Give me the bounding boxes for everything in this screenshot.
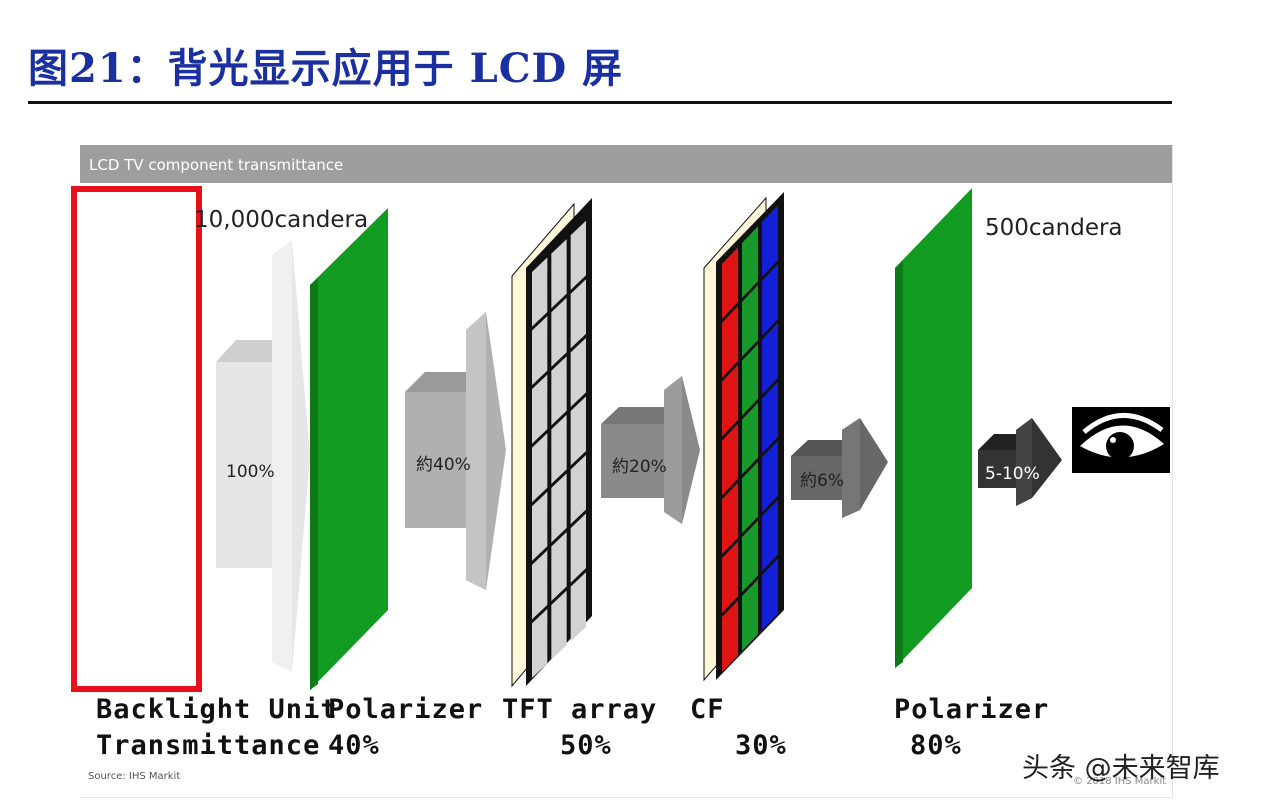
- output-luminance: 500candera: [985, 215, 1123, 241]
- grid-cell: [762, 558, 778, 630]
- grid-cell: [762, 205, 778, 277]
- stage-name-cf: CF: [690, 694, 725, 725]
- arrow-100: [216, 240, 310, 672]
- eye-icon: [1072, 407, 1170, 473]
- grid-cell: [742, 226, 758, 298]
- grid-cell: [570, 454, 586, 525]
- grid-cell: [722, 600, 738, 672]
- cf-panel: [703, 192, 784, 682]
- stage-name-backlight: Backlight Unit: [96, 694, 338, 725]
- stage-name-polarizer-1: Polarizer: [328, 694, 484, 725]
- grid-cell: [722, 247, 738, 319]
- stage-value-tft: 50%: [560, 730, 612, 761]
- grid-cell: [532, 608, 548, 678]
- arrow-20: [601, 376, 700, 524]
- stage-name-polarizer-2: Polarizer: [894, 694, 1050, 725]
- grid-cell: [551, 356, 567, 426]
- grid-cell: [551, 531, 567, 602]
- grid-cell: [762, 381, 778, 454]
- backlight-highlight-frame: [71, 186, 202, 692]
- figure-title: 图21：背光显示应用于 LCD 屏: [28, 45, 624, 92]
- grid-cell: [722, 364, 738, 437]
- stage-value-polarizer-2: 80%: [910, 730, 962, 761]
- arrow-label: 約40%: [416, 455, 471, 475]
- arrow-6: [791, 418, 888, 518]
- stage-value-polarizer-1: 40%: [328, 730, 380, 761]
- grid-cell: [551, 473, 567, 543]
- input-luminance: 10,000candera: [194, 207, 369, 233]
- grid-cell: [570, 572, 586, 642]
- grid-cell: [722, 541, 738, 614]
- grid-cell: [570, 396, 586, 466]
- grid-cell: [762, 322, 778, 395]
- arrow-label: 約20%: [612, 457, 667, 477]
- grid-cell: [551, 239, 567, 309]
- arrow-label: 100%: [226, 462, 275, 482]
- arrow-label: 約6%: [800, 471, 844, 491]
- grid-cell: [742, 402, 758, 475]
- grid-cell: [722, 306, 738, 378]
- grid-cell: [742, 285, 758, 357]
- grid-cell: [762, 499, 778, 572]
- polarizer-panel-2: [895, 188, 972, 668]
- grid-cell: [570, 220, 586, 290]
- source-note: Source: IHS Markit: [88, 771, 181, 782]
- stage-value-cf: 30%: [735, 730, 787, 761]
- grid-cell: [742, 461, 758, 534]
- panel-title: LCD TV component transmittance: [89, 156, 344, 174]
- stage-name-tft: TFT array: [502, 694, 658, 725]
- grid-cell: [570, 279, 586, 349]
- transmittance-row-label: Transmittance: [96, 730, 321, 761]
- grid-cell: [762, 264, 778, 336]
- grid-cell: [742, 343, 758, 416]
- grid-cell: [551, 297, 567, 367]
- arrow-label: 5-10%: [985, 464, 1040, 484]
- grid-cell: [551, 590, 567, 660]
- arrow-5-10: [978, 418, 1062, 506]
- watermark: 头条 @未来智库: [1022, 753, 1220, 784]
- grid-cell: [762, 440, 778, 513]
- grid-cell: [532, 257, 548, 327]
- grid-cell: [532, 316, 548, 386]
- grid-cell: [532, 550, 548, 620]
- grid-cell: [532, 433, 548, 503]
- tft-array-panel: [511, 198, 592, 688]
- grid-cell: [722, 482, 738, 555]
- grid-cell: [742, 579, 758, 651]
- grid-cell: [722, 423, 738, 496]
- polarizer-panel-1: [310, 208, 388, 690]
- panel-header-bar: [80, 145, 1172, 183]
- grid-cell: [532, 374, 548, 444]
- grid-cell: [570, 337, 586, 407]
- grid-cell: [742, 520, 758, 593]
- grid-cell: [570, 513, 586, 583]
- grid-cell: [532, 491, 548, 561]
- grid-cell: [551, 414, 567, 484]
- title-divider: [28, 101, 1172, 104]
- arrow-40: [405, 312, 506, 590]
- copyright-note: © 2018 IHS Markit: [1073, 776, 1167, 787]
